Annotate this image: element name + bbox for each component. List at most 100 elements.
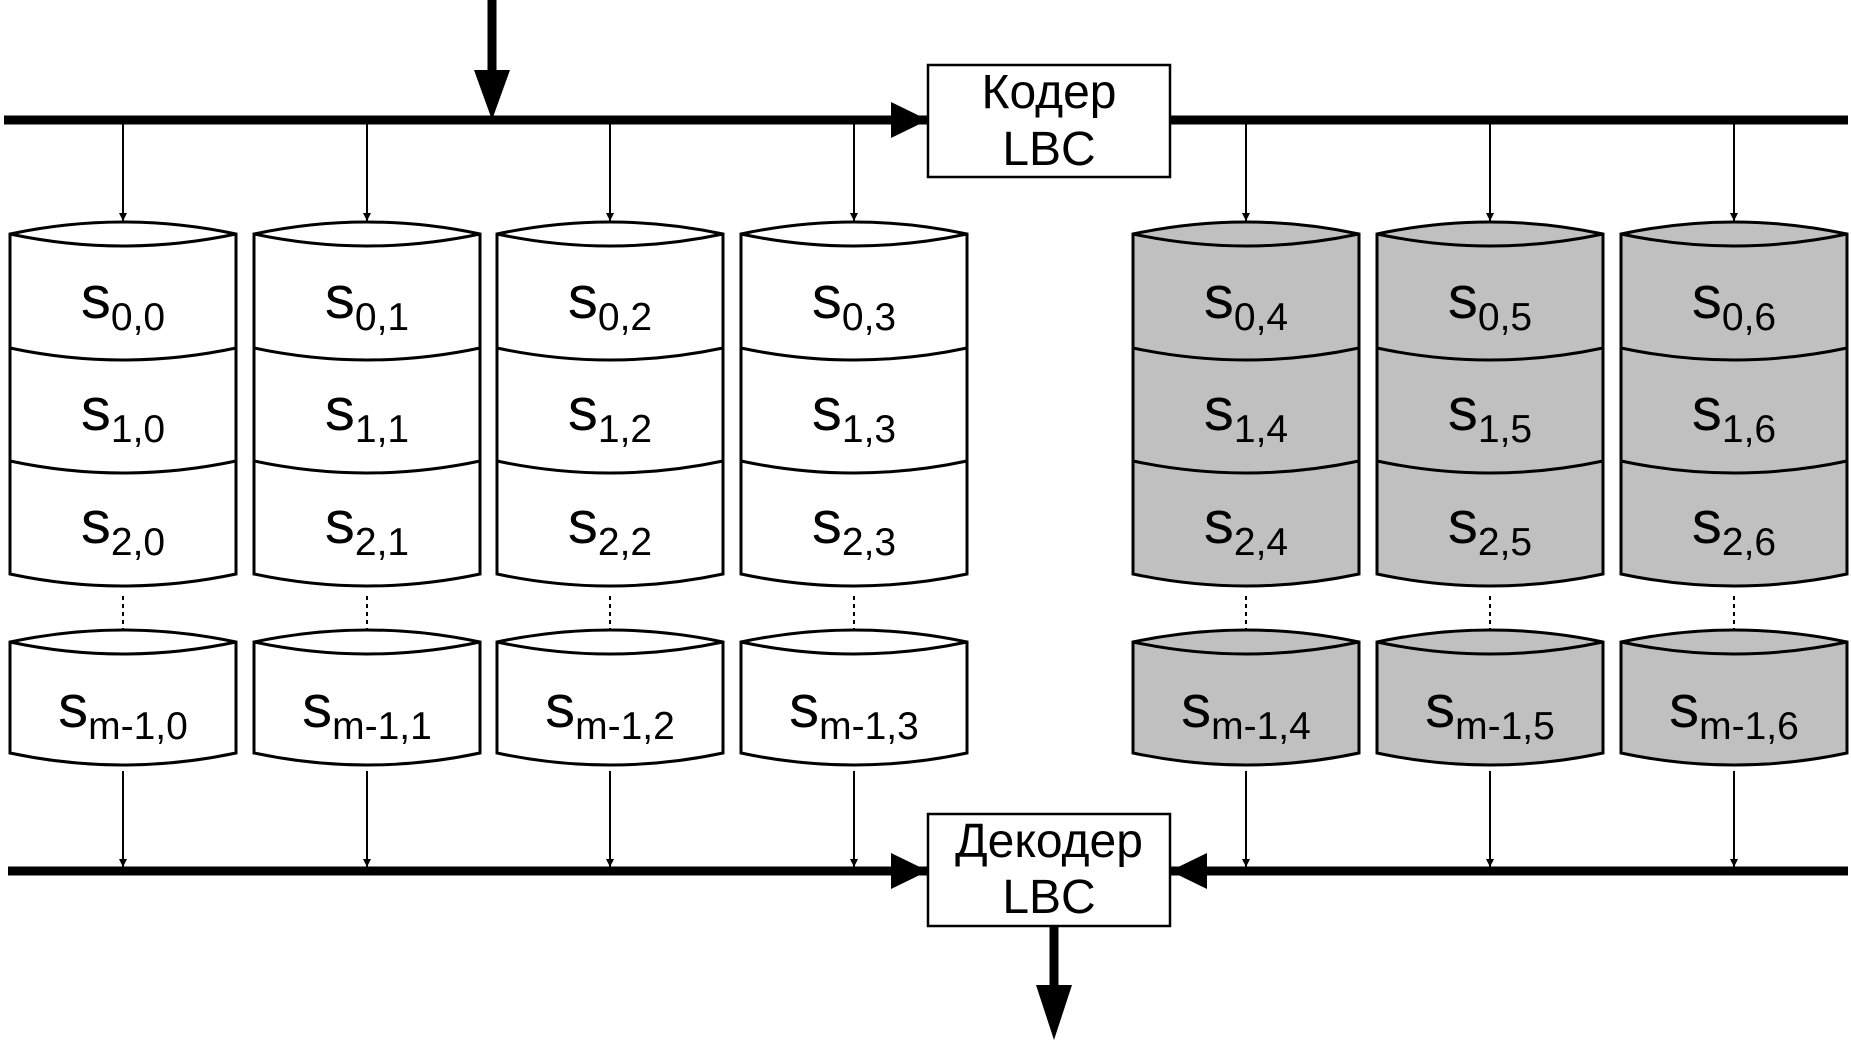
encoder-label-line2: LBC	[1002, 123, 1095, 176]
disk-3: s0,3s1,3s2,3sm-1,3	[739, 124, 969, 867]
cell-symbol: s	[1425, 673, 1455, 740]
cell-symbol: s	[1692, 376, 1722, 443]
cell-symbol: s	[325, 264, 355, 331]
disk-top-rim	[253, 232, 481, 248]
disk-cell-label: s0,0	[81, 264, 165, 339]
disk-cell-divider	[1620, 346, 1848, 362]
cell-subscript: 1,6	[1722, 408, 1776, 451]
disk-cell-divider	[740, 346, 968, 362]
disk-cell-label: s1,5	[1448, 376, 1532, 451]
disk-cell-label: s2,0	[81, 489, 165, 564]
disk-cell-divider	[253, 459, 481, 475]
cell-symbol: s	[302, 673, 332, 740]
disk-cell-label: s2,2	[568, 489, 652, 564]
cell-subscript: 2,6	[1722, 521, 1776, 564]
disk-cell-label: sm-1,5	[1425, 673, 1555, 748]
cell-subscript: 0,5	[1478, 296, 1532, 339]
disk-upper-body	[1131, 220, 1361, 588]
disk-lower-body	[1375, 628, 1605, 767]
disk-cell-divider	[253, 346, 481, 362]
cell-subscript: 2,2	[598, 521, 652, 564]
decoder-box: Декодер LBC	[926, 812, 1172, 928]
disk-lower-rim	[9, 640, 237, 656]
cell-symbol: s	[81, 489, 111, 556]
decoder-label-line1: Декодер	[955, 815, 1143, 868]
disk-cell-divider	[1132, 459, 1360, 475]
disk-lower-rim	[1620, 640, 1848, 656]
cell-symbol: s	[545, 673, 575, 740]
disk-2: s0,2s1,2s2,2sm-1,2	[495, 124, 725, 867]
cell-symbol: s	[568, 264, 598, 331]
disk-upper-body	[739, 220, 969, 588]
disk-lower-rim	[253, 640, 481, 656]
disk-cell-divider	[740, 459, 968, 475]
cell-symbol: s	[81, 376, 111, 443]
disk-1: s0,1s1,1s2,1sm-1,1	[252, 124, 482, 867]
cell-symbol: s	[812, 264, 842, 331]
cell-symbol: s	[1204, 264, 1234, 331]
disk-lower-body	[252, 628, 482, 767]
disk-cell-label: sm-1,0	[58, 673, 188, 748]
encoder-box: Кодер LBC	[926, 63, 1172, 179]
decoder-label-line2: LBC	[1002, 871, 1095, 924]
disk-cell-divider	[1376, 346, 1604, 362]
input-bus-arrowhead	[891, 102, 928, 138]
cell-subscript: 2,4	[1234, 521, 1288, 564]
disk-lower-body	[1131, 628, 1361, 767]
cell-subscript: m-1,6	[1699, 705, 1799, 748]
disk-0: s0,0s1,0s2,0sm-1,0	[8, 124, 238, 867]
disk-cell-label: s1,3	[812, 376, 896, 451]
cell-subscript: 1,0	[111, 408, 165, 451]
disk-cell-label: s1,0	[81, 376, 165, 451]
disk-cell-label: sm-1,1	[302, 673, 432, 748]
disk-cell-divider	[496, 346, 724, 362]
disk-cell-label: s1,2	[568, 376, 652, 451]
disk-cell-label: s1,6	[1692, 376, 1776, 451]
cell-symbol: s	[568, 489, 598, 556]
disk-cell-label: s2,1	[325, 489, 409, 564]
disk-cell-label: s2,6	[1692, 489, 1776, 564]
disk-lower-body	[739, 628, 969, 767]
cell-symbol: s	[1669, 673, 1699, 740]
cell-subscript: 0,6	[1722, 296, 1776, 339]
disk-cell-label: s1,1	[325, 376, 409, 451]
cell-symbol: s	[1448, 376, 1478, 443]
cell-subscript: m-1,3	[819, 705, 919, 748]
disk-top-rim	[740, 232, 968, 248]
disk-4: s0,4s1,4s2,4sm-1,4	[1131, 124, 1361, 867]
disk-cell-label: sm-1,3	[789, 673, 919, 748]
disk-upper-body	[252, 220, 482, 588]
disk-5: s0,5s1,5s2,5sm-1,5	[1375, 124, 1605, 867]
disk-cell-label: s0,3	[812, 264, 896, 339]
disk-cell-label: s1,4	[1204, 376, 1288, 451]
decoder-bus-right-arrowhead	[1170, 853, 1207, 889]
cell-symbol: s	[81, 264, 111, 331]
input-arrowhead	[474, 70, 510, 120]
cell-symbol: s	[812, 376, 842, 443]
disk-top-rim	[496, 232, 724, 248]
cell-symbol: s	[325, 376, 355, 443]
cell-subscript: 2,5	[1478, 521, 1532, 564]
cell-subscript: 2,1	[355, 521, 409, 564]
disk-cell-label: s0,2	[568, 264, 652, 339]
cell-symbol: s	[1204, 489, 1234, 556]
cell-symbol: s	[1181, 673, 1211, 740]
cell-subscript: 1,3	[842, 408, 896, 451]
disk-top-rim	[1132, 232, 1360, 248]
cell-symbol: s	[789, 673, 819, 740]
disk-6: s0,6s1,6s2,6sm-1,6	[1619, 124, 1849, 867]
disk-cell-label: s2,5	[1448, 489, 1532, 564]
cell-subscript: 2,0	[111, 521, 165, 564]
encoder-label-line1: Кодер	[982, 66, 1117, 119]
cell-symbol: s	[1448, 489, 1478, 556]
cell-subscript: m-1,2	[575, 705, 675, 748]
cell-symbol: s	[1204, 376, 1234, 443]
cell-subscript: 1,4	[1234, 408, 1288, 451]
cell-subscript: 1,1	[355, 408, 409, 451]
disk-cell-label: s2,4	[1204, 489, 1288, 564]
disk-cell-divider	[1376, 459, 1604, 475]
disk-top-rim	[1620, 232, 1848, 248]
disk-cell-label: s0,4	[1204, 264, 1288, 339]
